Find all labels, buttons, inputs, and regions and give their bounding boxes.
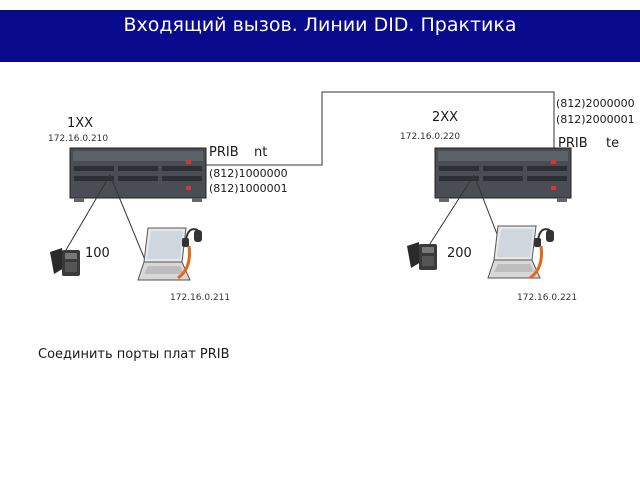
pbx-left	[69, 147, 207, 202]
pbx-right-ip: 172.16.0.220	[400, 132, 461, 142]
right-number-2: (812)2000001	[556, 113, 635, 126]
task-text: Соединить порты плат PRIB	[38, 347, 230, 362]
port-left-label: PRIB	[209, 145, 239, 160]
left-number-2: (812)1000001	[209, 182, 288, 195]
headset-right	[529, 228, 554, 280]
laptop-right	[487, 225, 541, 279]
phone-cable-right	[425, 174, 475, 251]
headset-left	[177, 228, 202, 280]
pbx-left-ip: 172.16.0.210	[48, 134, 109, 144]
port-left-mode: nt	[254, 145, 268, 160]
extension-right: 200	[447, 246, 472, 261]
right-number-1: (812)2000000	[556, 97, 635, 110]
pbx-right-name: 2XX	[432, 110, 459, 125]
port-right-label: PRIB	[558, 136, 588, 151]
ip-phone-left	[50, 248, 80, 276]
pbx-right	[434, 147, 572, 202]
pri-connection-line	[206, 91, 555, 166]
port-right-mode: te	[606, 136, 620, 151]
title-bar	[0, 10, 640, 62]
phone-cable-left	[65, 174, 111, 251]
pc-cable-left	[109, 174, 151, 273]
pc-right-ip: 172.16.0.221	[517, 293, 578, 303]
ip-phone-right	[407, 242, 437, 270]
extension-left: 100	[85, 246, 110, 261]
left-number-1: (812)1000000	[209, 167, 288, 180]
pbx-left-name: 1XX	[67, 116, 94, 131]
pc-left-ip: 172.16.0.211	[170, 293, 231, 303]
laptop-left	[137, 227, 191, 281]
slide-title: Входящий вызов. Линии DID. Практика	[123, 14, 517, 36]
